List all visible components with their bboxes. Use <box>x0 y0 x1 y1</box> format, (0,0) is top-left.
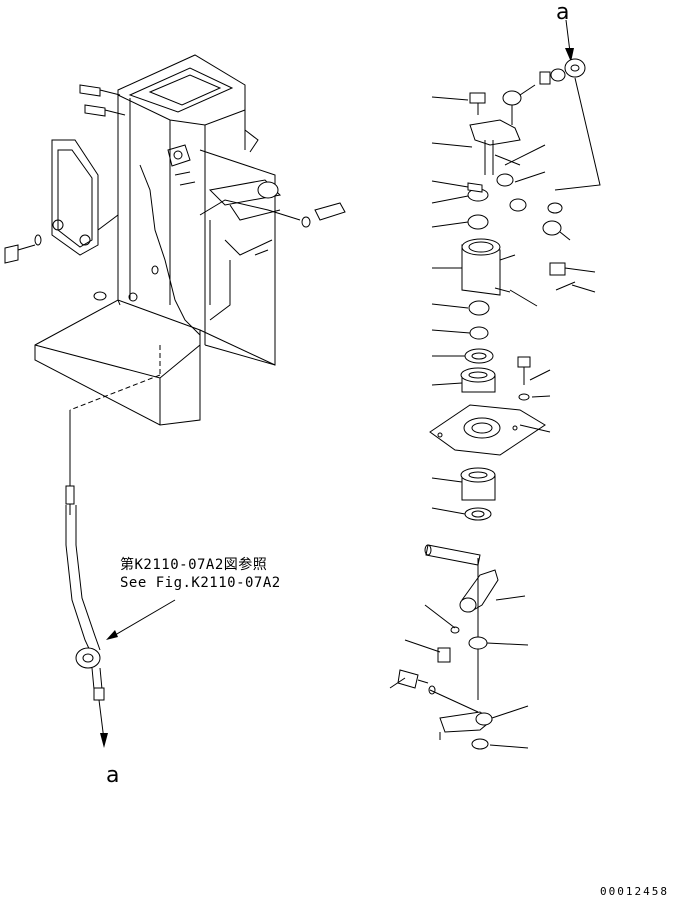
bolt-group-left <box>4 84 126 264</box>
lever-bracket <box>167 129 282 256</box>
grab-handle <box>51 139 119 256</box>
control-box-frame <box>34 54 276 490</box>
connection-label-bottom: a <box>106 763 120 788</box>
reference-text-english: See Fig.K2110-07A2 <box>120 575 281 591</box>
cable-assembly <box>65 485 108 748</box>
part-leader-lines-left <box>389 96 473 689</box>
wire-harness <box>139 164 201 336</box>
control-rod <box>199 199 301 321</box>
reference-leader-line <box>109 599 176 639</box>
connection-label-top: a <box>556 0 570 25</box>
exploded-parts-column <box>397 19 601 750</box>
drawing-number: 00012458 <box>600 885 669 898</box>
bolt-right-side <box>301 202 346 228</box>
part-leader-lines-right <box>486 144 596 749</box>
reference-text-japanese: 第K2110-07A2図参照 <box>120 557 268 573</box>
